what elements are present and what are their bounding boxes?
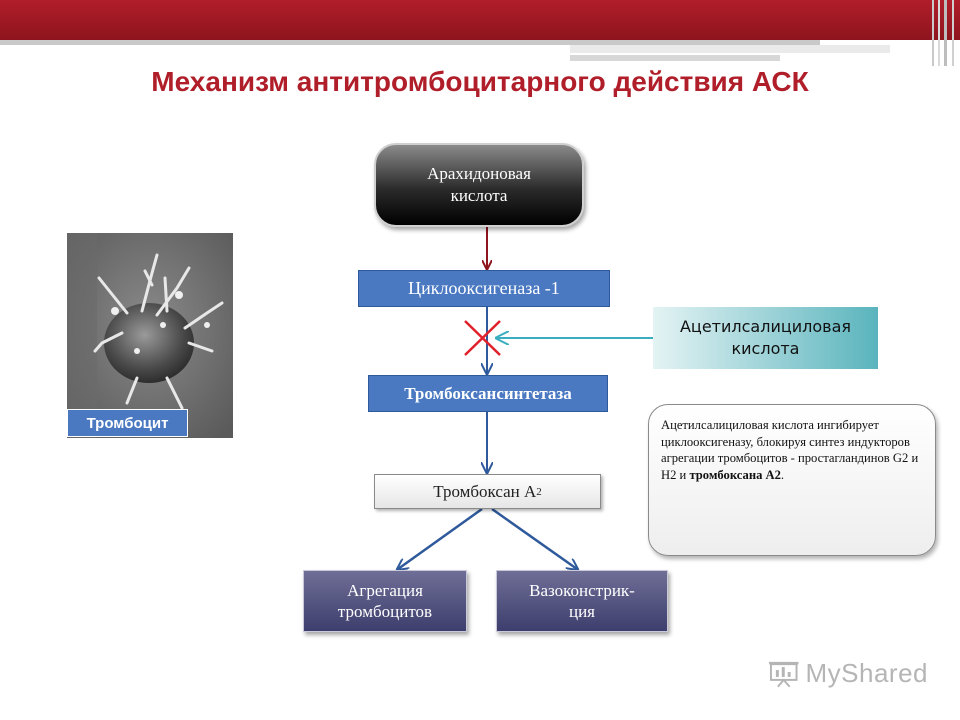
note-text: Ацетилсалициловая кислота ингибирует цик… bbox=[661, 418, 919, 482]
node-platelet-aggregation: Агрегация тромбоцитов bbox=[303, 570, 467, 632]
explanation-note: Ацетилсалициловая кислота ингибирует цик… bbox=[648, 404, 936, 556]
node-arachidonic-acid: Арахидоновая кислота bbox=[374, 143, 584, 227]
header-divider bbox=[570, 45, 890, 53]
node-label: тромбоцитов bbox=[337, 602, 433, 621]
node-subscript: 2 bbox=[536, 485, 542, 498]
node-vasoconstriction: Вазоконстрик-ция bbox=[496, 570, 668, 632]
node-acetylsalicylic-acid: Ацетилсалициловая кислота bbox=[653, 307, 878, 369]
node-label: кислота bbox=[731, 339, 800, 358]
note-bold: тромбоксана А2 bbox=[689, 467, 781, 482]
logo-text: MyShared bbox=[805, 657, 928, 688]
platelet-label: Тромбоцит bbox=[67, 409, 188, 437]
node-label: Вазоконстрик- bbox=[529, 581, 635, 600]
header-bar bbox=[0, 0, 960, 40]
header-divider bbox=[0, 40, 820, 45]
node-thromboxane-synthetase: Тромбоксансинтетаза bbox=[368, 375, 608, 412]
header-divider bbox=[570, 55, 780, 61]
node-cox1: Циклооксигеназа -1 bbox=[358, 270, 610, 307]
arrow-txa2-to-aggregation bbox=[398, 507, 483, 569]
platelet-photo bbox=[67, 233, 233, 438]
slide-title: Механизм антитромбоцитарного действия АС… bbox=[151, 66, 809, 97]
presentation-icon bbox=[768, 661, 799, 688]
header-stripes bbox=[932, 0, 954, 66]
node-label: Агрегация bbox=[347, 581, 423, 600]
node-label: Ацетилсалициловая bbox=[679, 317, 851, 336]
arrow-txa2-to-vasoconstriction bbox=[491, 507, 577, 569]
node-label: Арахидоновая bbox=[427, 164, 531, 183]
node-label: Тромбоксан А bbox=[433, 481, 537, 501]
node-label: кислота bbox=[450, 186, 508, 205]
note-end: . bbox=[780, 467, 785, 482]
logo: MyShared bbox=[768, 656, 928, 690]
inhibition-cross-icon bbox=[464, 320, 501, 356]
node-label: ция bbox=[568, 602, 595, 621]
